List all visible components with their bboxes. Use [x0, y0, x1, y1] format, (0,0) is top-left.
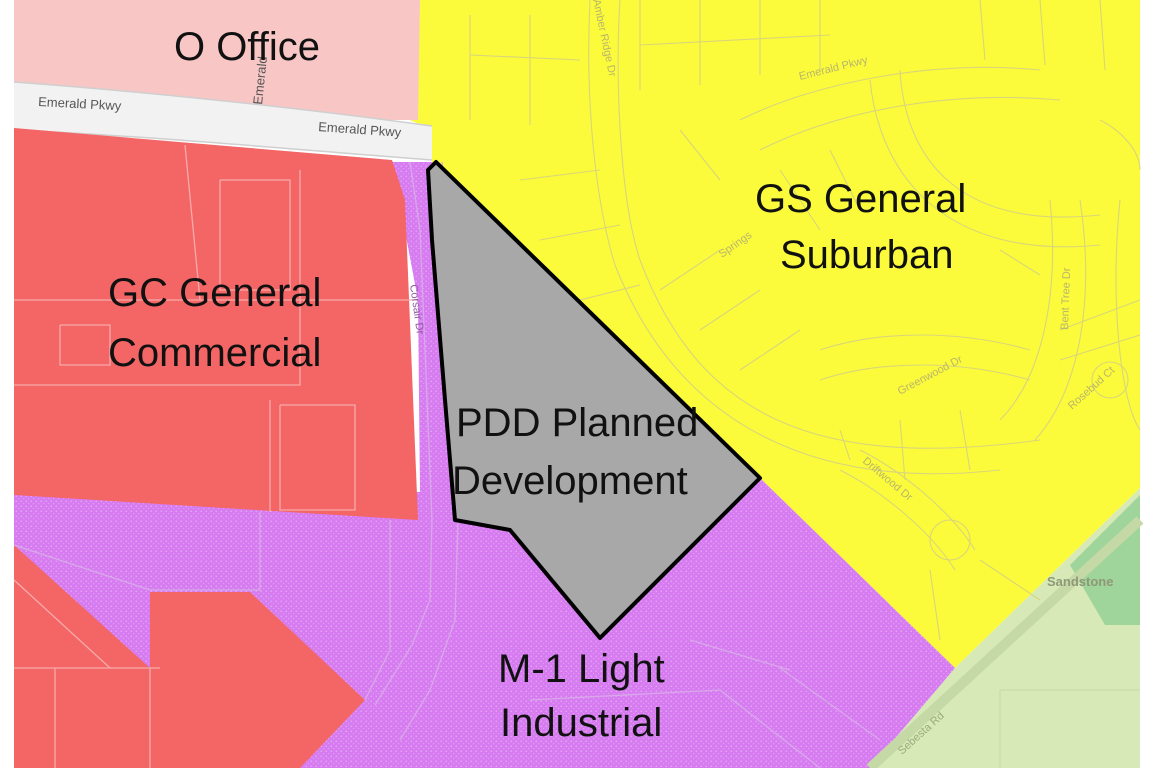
zone-label-light-industrial-1: M-1 Light	[498, 647, 665, 691]
zone-label-planned-development-2: Development	[452, 459, 688, 503]
zone-label-planned-development-1: PDD Planned	[456, 401, 698, 445]
zone-label-office: O Office	[174, 25, 320, 69]
street-label-bent-tree: Bent Tree Dr	[1059, 267, 1073, 330]
parcel-lines-suburban	[469, 0, 1141, 641]
street-label-emerald-vertical: Emerald	[250, 56, 270, 106]
zone-general-commercial-south[interactable]	[14, 545, 365, 768]
zone-general-commercial[interactable]	[14, 128, 418, 520]
road-edge	[13, 81, 433, 127]
street-label-emerald-pkwy-west: Emerald Pkwy	[38, 94, 122, 113]
sebesta-road	[866, 516, 1144, 768]
zone-label-light-industrial-2: Industrial	[500, 701, 662, 745]
emerald-parkway-road	[14, 82, 432, 160]
zone-label-general-commercial-2: Commercial	[108, 331, 321, 375]
park-parcel	[999, 689, 1140, 768]
place-label-sandstone: Sandstone	[1047, 574, 1113, 589]
zone-label-general-suburban-1: GS General	[755, 177, 966, 221]
zone-label-general-suburban-2: Suburban	[780, 233, 953, 277]
street-label-emerald-pkwy-mid: Emerald Pkwy	[318, 119, 402, 140]
zone-park-light[interactable]	[870, 488, 1140, 768]
zone-general-suburban[interactable]	[408, 0, 1140, 668]
parcel-lines-commercial	[13, 144, 418, 768]
zone-planned-development[interactable]	[426, 160, 762, 640]
zone-label-general-commercial-1: GC General	[108, 271, 321, 315]
zone-park-green[interactable]	[1070, 495, 1140, 625]
